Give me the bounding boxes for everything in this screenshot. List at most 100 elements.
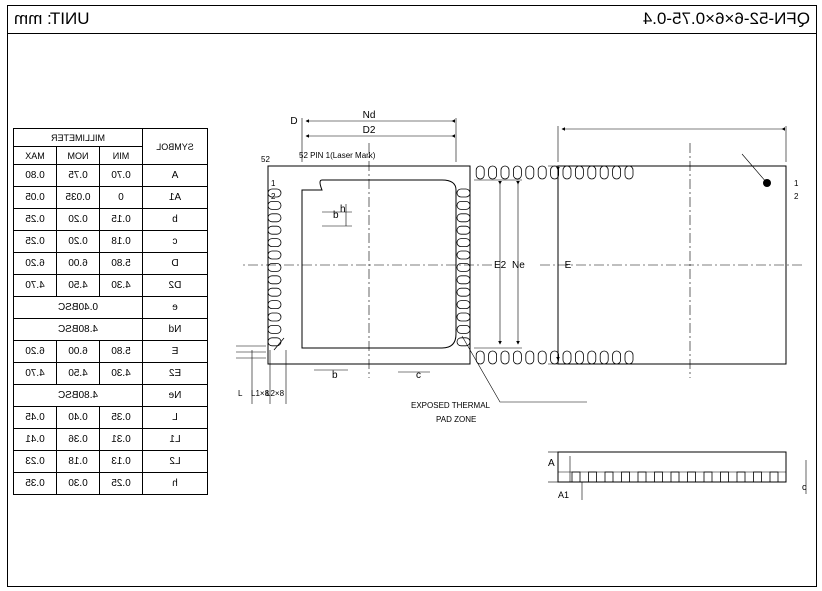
- e2-label: E2: [494, 260, 507, 271]
- a-label: A: [548, 458, 555, 469]
- bottom-pin-52: 52: [261, 155, 270, 164]
- lead-pad: [587, 165, 597, 180]
- lead-pad: [624, 165, 634, 180]
- lead-pad: [267, 188, 282, 198]
- lead-pads: [267, 165, 634, 365]
- lead-pad: [267, 238, 282, 248]
- lead-pad: [267, 262, 282, 272]
- lead-pad: [550, 350, 560, 365]
- top-view-d-label: D: [290, 116, 297, 127]
- bottom-pin-2: 2: [271, 192, 276, 201]
- nd-label: Nd: [363, 110, 376, 121]
- lead-pad: [488, 165, 498, 180]
- lead-pad: [456, 324, 471, 334]
- top-pin-1: 1: [794, 179, 799, 188]
- lead-pad: [456, 225, 471, 235]
- lead-pad: [587, 350, 597, 365]
- lead-pad: [456, 275, 471, 285]
- lead-pad: [537, 165, 547, 180]
- side-view: A A1 c: [548, 451, 807, 500]
- lead-pad: [456, 262, 471, 272]
- thermal-leader: [461, 335, 587, 403]
- lead-pad: [574, 350, 584, 365]
- lead-pad: [500, 350, 510, 365]
- side-lead: [637, 471, 647, 483]
- side-lead: [588, 471, 597, 483]
- lead-pad: [562, 165, 572, 180]
- l2x8-label: L2×8: [266, 389, 285, 398]
- thermal-pad-outline: [301, 179, 457, 349]
- thermal-label-1: EXPOSED THERMAL: [411, 401, 491, 410]
- thermal-label-2: PAD ZONE: [436, 415, 476, 424]
- side-lead: [604, 471, 614, 483]
- lead-pad: [475, 350, 485, 365]
- side-lead: [670, 471, 680, 483]
- bottom-pin-1: 1: [271, 179, 276, 188]
- lead-pad: [612, 350, 622, 365]
- side-view-body: [557, 451, 787, 483]
- lead-pad: [267, 287, 282, 297]
- lead-pad: [612, 165, 622, 180]
- pin1-note: 52 PIN 1(Laser Mark): [299, 151, 376, 160]
- lead-pad: [550, 165, 560, 180]
- lead-pad: [456, 238, 471, 248]
- ne-label: Ne: [512, 260, 525, 271]
- lead-pad: [267, 275, 282, 285]
- lead-pad: [456, 250, 471, 260]
- top-pin-2: 2: [794, 192, 799, 201]
- lead-pad: [574, 165, 584, 180]
- lead-pad: [525, 350, 535, 365]
- side-lead: [720, 471, 729, 483]
- side-lead: [687, 471, 696, 483]
- pin1-leader: [741, 153, 768, 184]
- b-label-bottom: b: [332, 370, 338, 381]
- side-lead: [621, 471, 630, 483]
- top-view-e-label: E: [565, 260, 572, 271]
- lead-pad: [267, 225, 282, 235]
- lead-pad: [456, 300, 471, 310]
- side-lead: [654, 471, 663, 483]
- side-lead: [703, 471, 713, 483]
- lead-pad: [475, 165, 485, 180]
- bottom-view: Nd D2 Ne E2 b h b c 52 1 2 L L1×8 L2×8 E…: [236, 110, 634, 424]
- side-lead: [736, 471, 746, 483]
- side-c-label: c: [802, 482, 807, 492]
- h-label: h: [340, 204, 346, 215]
- lead-pad: [500, 165, 510, 180]
- lead-pad: [537, 350, 547, 365]
- lead-pad: [267, 213, 282, 223]
- lead-pad: [512, 165, 522, 180]
- d2-label: D2: [363, 125, 376, 136]
- lead-pad: [456, 287, 471, 297]
- lead-pad: [267, 324, 282, 334]
- lead-pad: [267, 300, 282, 310]
- side-leads: [571, 471, 779, 483]
- l1x8-label: L1×8: [251, 389, 270, 398]
- lead-pad: [267, 250, 282, 260]
- pin1-chamfer: [273, 337, 285, 351]
- lead-pad: [456, 312, 471, 322]
- top-view: 52 PIN 1(Laser Mark) D E 1 2: [290, 116, 802, 378]
- lead-pad: [456, 188, 471, 198]
- side-lead: [769, 471, 779, 483]
- lead-pad: [267, 337, 282, 347]
- lead-pad: [512, 350, 522, 365]
- lead-pad: [525, 165, 535, 180]
- side-lead: [571, 471, 581, 483]
- lead-pad: [456, 213, 471, 223]
- lead-pad: [488, 350, 498, 365]
- lead-pad: [599, 165, 609, 180]
- c-label: c: [416, 370, 421, 381]
- side-lead: [753, 471, 762, 483]
- lead-pad: [267, 200, 282, 210]
- a1-label: A1: [558, 490, 569, 500]
- lead-pad: [456, 337, 471, 347]
- lead-pad: [456, 200, 471, 210]
- b-label-top: b: [333, 210, 339, 221]
- lead-pad: [624, 350, 634, 365]
- lead-pad: [267, 312, 282, 322]
- l-label: L: [238, 389, 243, 398]
